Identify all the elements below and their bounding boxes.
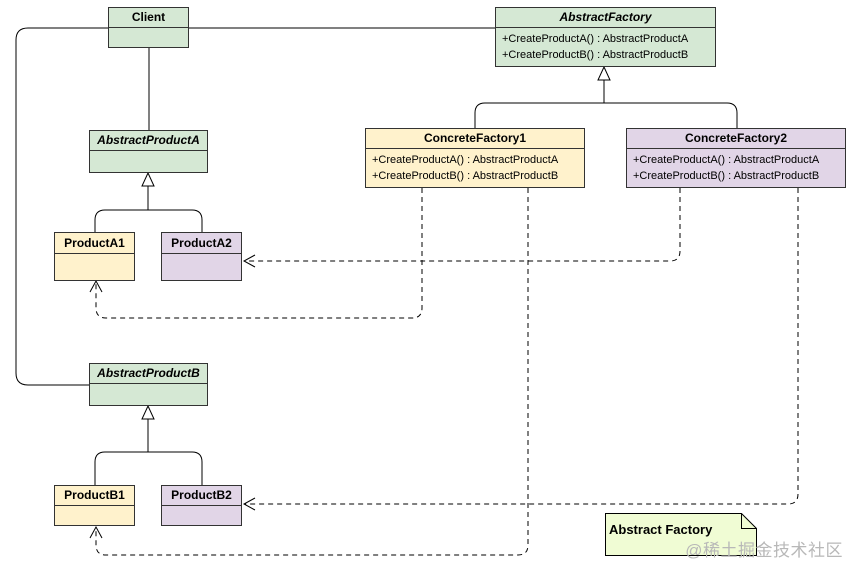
concrete-factory2-method: +CreateProductA() : AbstractProductA [633,154,820,166]
product-b2-class[interactable]: ProductB2 [161,485,242,526]
concrete-factory1-class[interactable]: ConcreteFactory1 +CreateProductA() : Abs… [365,128,585,188]
abstract-product-b-class[interactable]: AbstractProductB [89,363,208,406]
note-shape [605,513,757,556]
concrete-factory1-class-name: ConcreteFactory1 [366,129,584,149]
product-b-inherit-arrowhead [141,404,155,420]
concrete-factory2-method: +CreateProductB() : AbstractProductB [633,170,820,182]
abstract-factory-class[interactable]: AbstractFactory +CreateProductA() : Abst… [495,7,716,67]
client-class[interactable]: Client [108,7,189,48]
abstract-product-a-class[interactable]: AbstractProductA [89,130,208,173]
factory1-inherit-line [474,80,605,128]
concrete-factory2-class[interactable]: ConcreteFactory2 +CreateProductA() : Abs… [626,128,846,188]
abstract-product-a-class-name: AbstractProductA [90,131,207,151]
product-b1-class[interactable]: ProductB1 [54,485,135,526]
product-a1-class[interactable]: ProductA1 [54,232,135,281]
product-a2-class[interactable]: ProductA2 [161,232,242,281]
factory1-creates-b1-arrowhead [89,525,103,539]
product-b2-class-name: ProductB2 [162,486,241,506]
factory-inherit-arrowhead [597,65,611,81]
factory2-inherit-line [604,102,738,128]
product-a1-class-name: ProductA1 [55,233,134,254]
diagram-note[interactable]: Abstract Factory [605,513,757,556]
factory1-creates-a1-line [95,188,423,319]
product-b2-inherit-line [148,451,203,485]
factory2-creates-b2-arrowhead [242,497,256,511]
product-a2-class-name: ProductA2 [162,233,241,254]
note-label: Abstract Factory [609,522,713,537]
client-class-name: Client [109,8,188,28]
concrete-factory2-class-name: ConcreteFactory2 [627,129,845,149]
product-a-inherit-arrowhead [141,171,155,187]
product-a1-inherit-line [94,186,149,232]
client-to-product-b-line [15,27,108,386]
factory2-creates-a2-line [244,188,681,262]
product-b1-class-name: ProductB1 [55,486,134,506]
factory1-creates-b1-line [95,188,529,556]
concrete-factory1-method: +CreateProductA() : AbstractProductA [372,154,559,166]
abstract-factory-method: +CreateProductA() : AbstractProductA [502,33,689,45]
factory1-creates-a1-arrowhead [89,279,103,293]
factory2-creates-a2-arrowhead [242,254,256,268]
watermark-text: @稀土掘金技术社区 [685,541,843,560]
abstract-factory-method: +CreateProductB() : AbstractProductB [502,49,689,61]
abstract-product-b-class-name: AbstractProductB [90,364,207,384]
concrete-factory1-method: +CreateProductB() : AbstractProductB [372,170,559,182]
product-a2-inherit-line [148,209,203,232]
abstract-factory-class-name: AbstractFactory [496,8,715,28]
factory2-creates-b2-line [244,188,799,505]
product-b1-inherit-line [94,419,149,485]
